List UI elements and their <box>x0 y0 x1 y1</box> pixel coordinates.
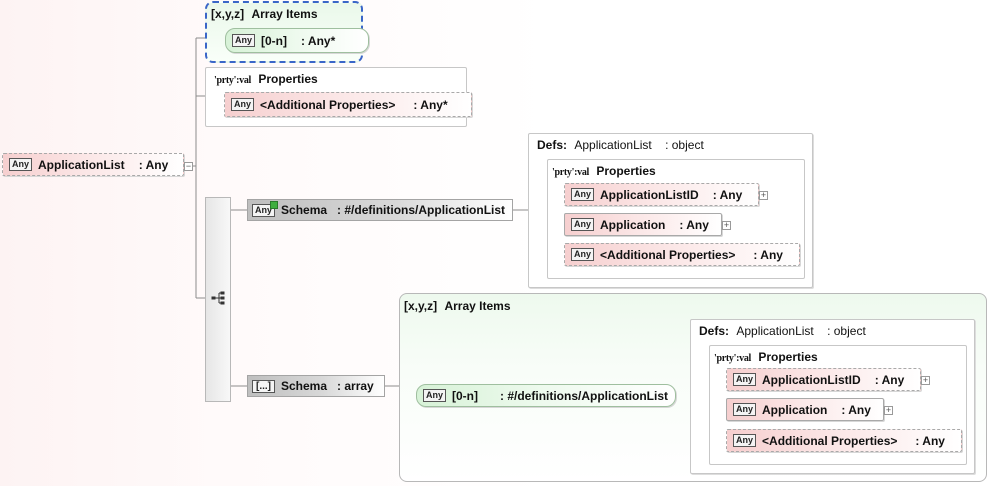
property-label: Application <box>762 402 828 417</box>
defs-prefix: Defs: <box>537 138 568 152</box>
defs-name: ApplicationList <box>574 138 652 152</box>
properties-title: Properties <box>758 350 818 364</box>
defs-name: ApplicationList <box>736 324 814 338</box>
array-type-icon: [...] <box>252 379 275 393</box>
additional-properties-node[interactable]: Any <Additional Properties> : Any* <box>224 92 472 117</box>
any-type-icon: Any <box>231 98 255 111</box>
any-type-icon: Any <box>571 188 595 201</box>
property-additional-properties[interactable]: Any <Additional Properties> : Any <box>564 243 800 266</box>
any-type-icon: Any <box>252 200 279 217</box>
array-items-title: Array Items <box>444 299 511 313</box>
properties-icon: 'prty':val <box>714 353 751 364</box>
array-items-top-panel[interactable]: [x,y,z] Array Items Any [0-n] : Any* <box>205 1 369 63</box>
array-item-label: [0-n] <box>452 388 479 403</box>
expand-toggle-icon[interactable]: + <box>884 405 893 415</box>
property-label: Application <box>600 217 666 232</box>
property-label: ApplicationListID <box>762 372 861 387</box>
property-type: : Any <box>841 402 871 417</box>
expand-toggle-icon[interactable]: + <box>722 220 731 230</box>
expand-toggle-icon[interactable]: + <box>921 375 930 385</box>
array-item-label: [0-n] <box>261 33 288 48</box>
properties-title: Properties <box>596 164 656 178</box>
choice-compositor[interactable] <box>205 197 231 402</box>
any-type-icon: Any <box>571 218 595 231</box>
array-item-ref-node[interactable]: Any [0-n] : #/definitions/ApplicationLis… <box>416 384 676 407</box>
property-label: <Additional Properties> <box>600 247 736 262</box>
defs-type: : object <box>665 138 704 152</box>
schema-array-node[interactable]: [...] Schema : array <box>247 375 385 397</box>
reference-badge-icon <box>270 200 279 209</box>
any-type-icon: Any <box>571 248 595 261</box>
properties-title: Properties <box>258 72 318 86</box>
any-type-icon: Any <box>9 158 33 171</box>
array-item-node[interactable]: Any [0-n] : Any* <box>225 28 369 53</box>
property-type: : Any <box>679 217 709 232</box>
properties-icon: 'prty':val <box>552 167 589 178</box>
property-type: : Any <box>753 247 783 262</box>
root-node-type: : Any <box>138 157 169 172</box>
array-item-type: : Any* <box>301 33 336 48</box>
property-application[interactable]: Any Application : Any <box>564 213 722 236</box>
any-type-icon: Any <box>733 373 757 386</box>
collapse-toggle-icon[interactable]: − <box>184 161 193 171</box>
property-type: : Any <box>874 372 905 387</box>
schema-ref-label: Schema <box>281 203 328 217</box>
any-type-icon: Any <box>423 389 447 402</box>
expand-toggle-icon[interactable]: + <box>759 190 768 200</box>
array-items-icon: [x,y,z] <box>404 299 438 313</box>
additional-properties-type: : Any* <box>413 97 448 112</box>
defs-prefix: Defs: <box>699 324 730 338</box>
any-type-icon: Any <box>733 403 757 416</box>
property-type: : Any <box>712 187 743 202</box>
properties-top-panel: 'prty':val Properties Any <Additional Pr… <box>205 67 472 127</box>
property-application-list-id[interactable]: Any ApplicationListID : Any <box>726 368 921 391</box>
property-additional-properties[interactable]: Any <Additional Properties> : Any <box>726 429 962 452</box>
any-type-icon: Any <box>733 434 757 447</box>
root-node[interactable]: Any ApplicationList : Any <box>2 153 184 176</box>
property-label: <Additional Properties> <box>762 433 898 448</box>
schema-ref-type: : #/definitions/ApplicationList <box>337 203 506 217</box>
array-item-type: : #/definitions/ApplicationList <box>500 388 669 403</box>
root-node-name: ApplicationList <box>38 157 125 172</box>
property-type: : Any <box>915 433 945 448</box>
array-items-icon: [x,y,z] <box>211 7 245 21</box>
property-application[interactable]: Any Application : Any <box>726 398 884 421</box>
schema-array-type: : array <box>337 379 374 393</box>
defs-type: : object <box>827 324 866 338</box>
schema-ref-node[interactable]: Any Schema : #/definitions/ApplicationLi… <box>247 199 513 221</box>
any-type-icon: Any <box>232 34 256 47</box>
schema-array-label: Schema <box>281 379 328 393</box>
additional-properties-label: <Additional Properties> <box>260 97 396 112</box>
array-items-title: Array Items <box>251 7 318 21</box>
property-application-list-id[interactable]: Any ApplicationListID : Any <box>564 183 759 206</box>
properties-icon: 'prty':val <box>214 75 251 86</box>
choice-icon <box>211 291 227 305</box>
property-label: ApplicationListID <box>600 187 699 202</box>
